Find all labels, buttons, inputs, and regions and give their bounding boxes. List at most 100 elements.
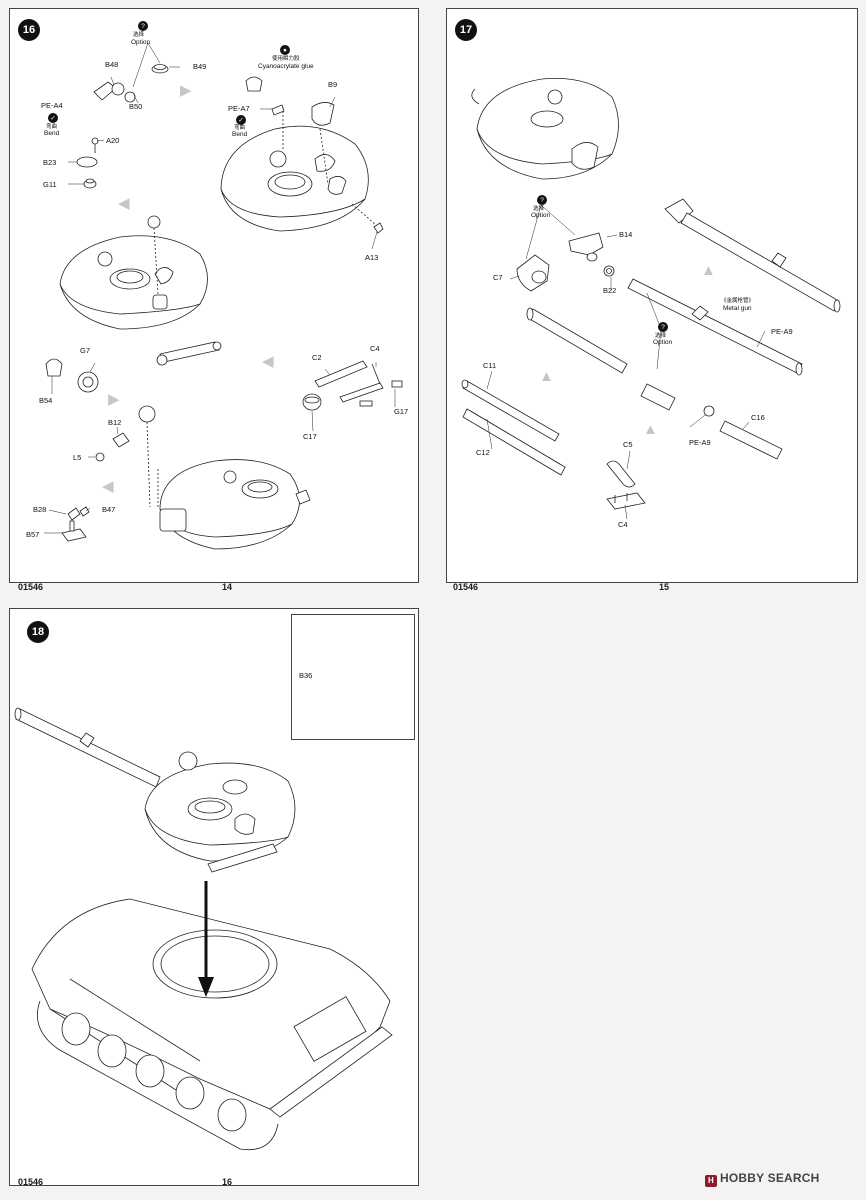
part-label: B23	[43, 158, 57, 167]
bend-note-cn: 弯曲	[234, 125, 246, 131]
glue-note: Cyanoacrylate glue	[258, 63, 314, 70]
assembly-arrow-icon	[198, 977, 214, 997]
info-icon: ?	[138, 21, 148, 31]
part-c12-rail	[462, 408, 566, 476]
part-b22-ring	[603, 265, 615, 277]
page-number: 15	[659, 582, 670, 592]
part-label: C17	[303, 432, 317, 441]
step-17-illustration	[461, 78, 841, 520]
step-number-badge: 17	[455, 19, 477, 41]
part-c5-cover	[606, 460, 636, 488]
bend-note: Bend	[232, 131, 248, 138]
part-label: C5	[623, 440, 633, 449]
turret-step17	[471, 78, 619, 180]
check-icon: ✓	[236, 115, 246, 125]
assembly-arrow-icon: ▲	[643, 421, 658, 438]
step-number-badge: 16	[18, 19, 40, 41]
instruction-page-16: 18	[9, 608, 419, 1187]
part-b54-mount	[45, 358, 63, 377]
check-icon: ✓	[48, 113, 58, 123]
metal-gun-barrel	[627, 278, 803, 376]
part-label: B50	[129, 102, 143, 111]
assembly-arrow-icon: ▲	[701, 262, 716, 279]
gun-barrel-plastic	[664, 198, 841, 313]
part-c11-rod	[461, 379, 560, 442]
part-label: G7	[80, 346, 91, 355]
part-label: A20	[106, 136, 120, 145]
glue-drop-icon: ●	[280, 45, 290, 55]
part-g11-lens	[83, 178, 97, 189]
turret-final	[144, 751, 296, 873]
road-wheels	[36, 1000, 279, 1151]
option-note: Option	[531, 212, 551, 219]
part-c4-bracket	[606, 492, 646, 510]
part-label: B49	[193, 62, 207, 71]
detail-inset	[291, 614, 415, 740]
info-icon: ?	[658, 322, 668, 332]
part-label: PE-A9	[771, 327, 793, 336]
part-b12-bracket	[112, 432, 130, 448]
part-label: C7	[493, 273, 503, 282]
kit-code: 01546	[18, 582, 44, 592]
part-label: G17	[394, 407, 409, 416]
part-label: B9	[328, 80, 338, 89]
part-b23-disc	[76, 156, 98, 168]
turret-gun-barrel	[15, 708, 161, 788]
kit-code: 01546	[453, 582, 479, 592]
tank-hull	[31, 898, 393, 1118]
part-label: C4	[618, 520, 628, 529]
part-label: G11	[43, 180, 57, 189]
glue-note-cn: 使用瞬力胶	[272, 56, 300, 62]
option-note-cn: 选择	[133, 32, 145, 38]
part-light-lower	[138, 405, 156, 423]
part-label: PE-A4	[41, 101, 63, 110]
assembly-arrow-icon: ▶	[108, 391, 120, 408]
barrel-sleeve-assembly	[526, 307, 783, 460]
metal-gun-note: Metal gun	[723, 305, 752, 312]
part-c7-mantlet	[516, 254, 550, 292]
part-l5-bulb	[95, 452, 105, 462]
part-label: B48	[105, 60, 119, 69]
watermark-text: HOBBY SEARCH	[720, 1171, 820, 1185]
turret-upper-right	[220, 76, 384, 234]
part-b57-base	[61, 520, 87, 542]
part-b14-mantlet	[568, 232, 604, 262]
bend-note-cn: 弯曲	[46, 124, 58, 130]
part-label: L5	[73, 453, 82, 462]
part-snorkel	[159, 341, 220, 363]
part-label: C12	[476, 448, 490, 457]
part-label: B57	[26, 530, 40, 539]
page-number: 14	[222, 582, 233, 592]
hobby-search-logo-icon: H	[705, 1175, 717, 1187]
page-number: 16	[222, 1177, 233, 1187]
part-label: C16	[751, 413, 765, 422]
assembly-arrow-icon: ◀	[262, 353, 274, 370]
part-label: B36	[299, 671, 313, 680]
part-b9	[311, 102, 335, 126]
info-icon: ?	[537, 195, 547, 205]
part-b49-cover	[151, 64, 169, 74]
part-b50-ring	[124, 91, 136, 103]
assembly-arrow-icon: ▶	[180, 82, 192, 99]
step-number-badge: 18	[27, 621, 49, 643]
part-c17-drum	[302, 393, 322, 411]
part-label: PE-A9	[689, 438, 711, 447]
assembly-arrow-icon: ◀	[118, 195, 130, 212]
instruction-page-14: 16	[9, 8, 419, 592]
assembly-arrow-icon: ◀	[102, 478, 114, 495]
part-cupola-light	[147, 215, 161, 229]
part-label: A13	[365, 253, 379, 262]
part-b48-periscope	[93, 81, 125, 101]
bend-note: Bend	[44, 130, 60, 137]
part-a13	[373, 222, 384, 234]
turret-lower-right	[138, 405, 311, 550]
part-pea7-upper	[245, 76, 263, 92]
part-label: B28	[33, 505, 47, 514]
part-label: B14	[619, 230, 633, 239]
assembly-arrow-icon: ▲	[539, 368, 554, 385]
part-label: B12	[108, 418, 122, 427]
metal-gun-note-cn: 《金属枪管》	[721, 298, 755, 304]
part-label: PE-A7	[228, 104, 250, 113]
part-label: C4	[370, 344, 380, 353]
